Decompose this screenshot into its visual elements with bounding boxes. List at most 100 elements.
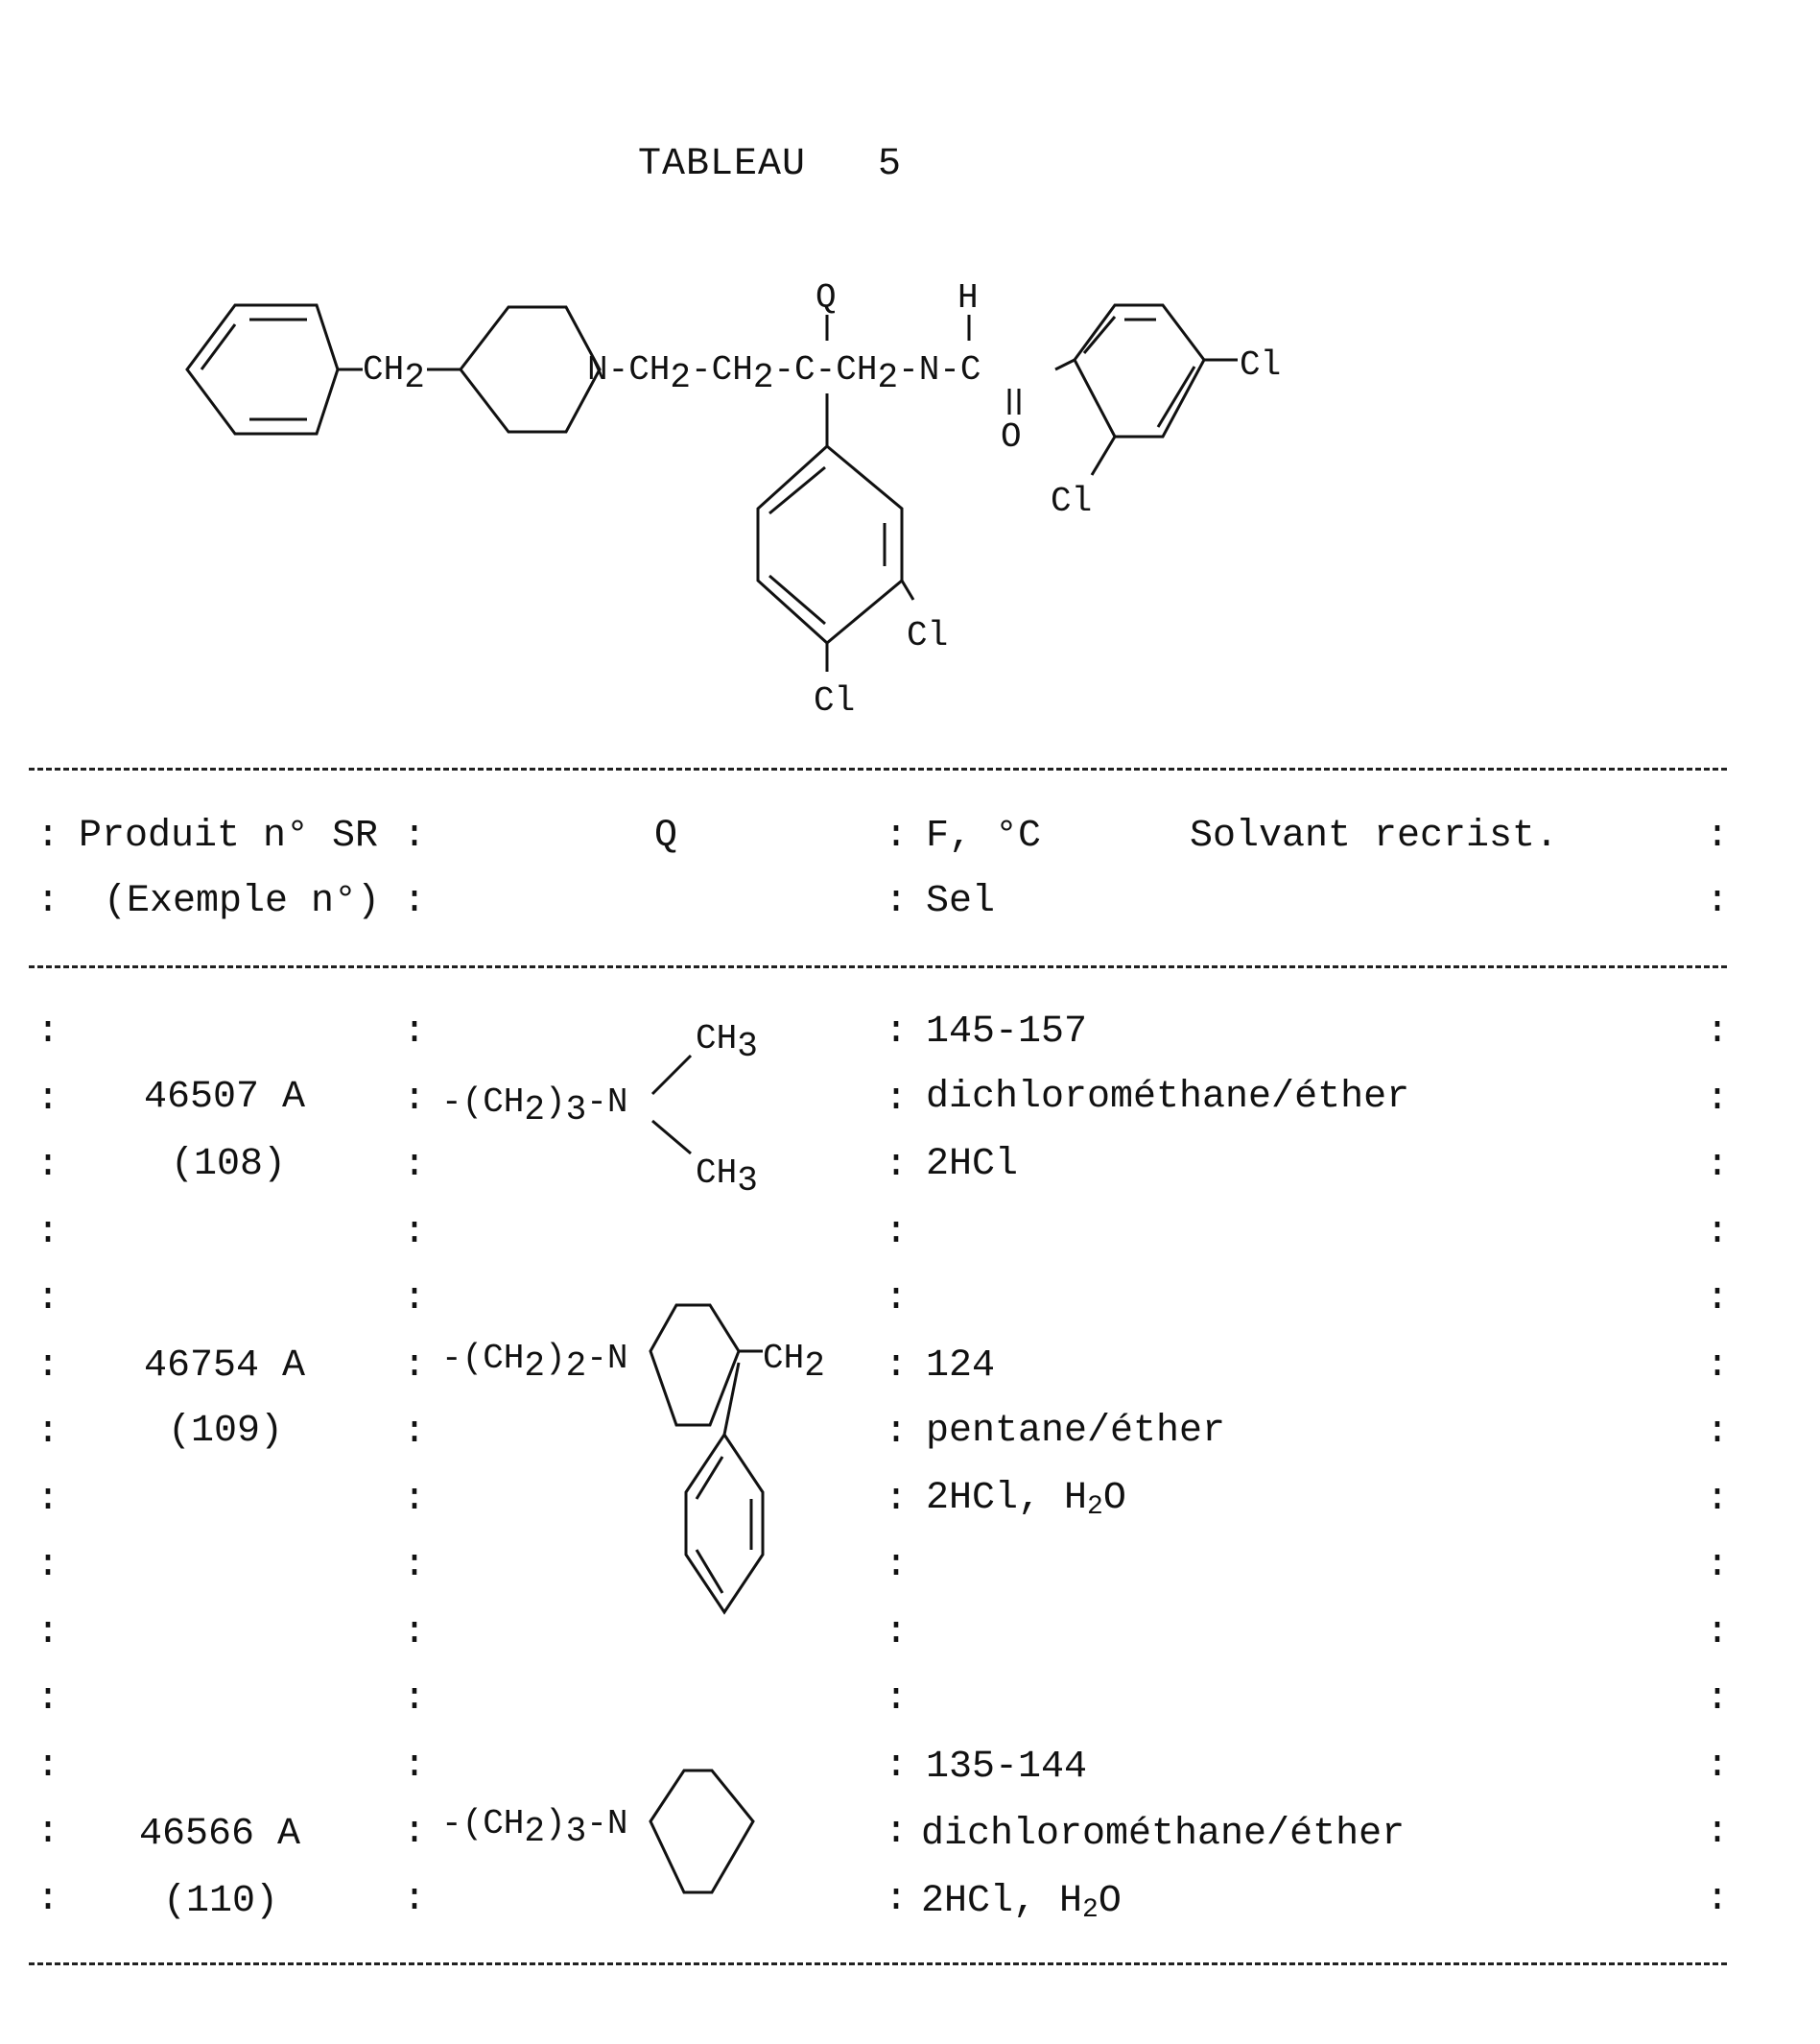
row1-ch3-bottom: CH3 [696, 1153, 758, 1200]
column-separator: : [36, 1877, 59, 1923]
column-separator: : [885, 1276, 908, 1322]
column-separator: : [885, 1676, 908, 1723]
column-separator: : [885, 1610, 908, 1656]
svg-text:-(CH2)3-N: -(CH2)3-N [441, 1804, 627, 1851]
column-separator: : [885, 1744, 908, 1790]
column-separator: : [403, 1343, 426, 1390]
piperidine-ring-main [461, 307, 600, 432]
column-separator: : [36, 1143, 59, 1189]
column-separator: : [403, 1676, 426, 1723]
cl-phenyl-bottom: Cl [814, 681, 855, 721]
row2-q-structure: -(CH2)2-N CH2 [432, 1276, 854, 1651]
column-separator: : [36, 1543, 59, 1589]
svg-text:-(CH2)3-N: -(CH2)3-N [441, 1082, 627, 1129]
row3-solvent: dichlorométhane/éther [921, 1812, 1405, 1858]
column-separator: : [885, 1477, 908, 1523]
column-separator: : [1706, 1343, 1729, 1390]
column-separator: : [36, 1077, 59, 1123]
column-separator: : [403, 1276, 426, 1322]
column-separator: : [36, 1610, 59, 1656]
header-example: (Exemple n°) [104, 879, 380, 925]
column-separator: : [1706, 1810, 1729, 1856]
main-structure-diagram: CH2 N-CH2-CH2-C-CH2-N-C Q H O Cl Cl Cl [0, 0, 1820, 749]
row3-product: 46566 A [139, 1812, 300, 1858]
header-salt: Sel [926, 879, 995, 925]
header-solvent: Solvant recrist. [1190, 814, 1558, 860]
svg-text:-(CH2)2-N: -(CH2)2-N [441, 1339, 627, 1386]
column-separator: : [1706, 1143, 1729, 1189]
cl-phenyl-right: Cl [907, 616, 948, 655]
column-separator: : [885, 1877, 908, 1923]
row2-ch2: CH2 [763, 1339, 825, 1386]
column-separator: : [36, 1276, 59, 1322]
column-separator: : [36, 1210, 59, 1256]
column-separator: : [1706, 1210, 1729, 1256]
column-separator: : [403, 1143, 426, 1189]
column-separator: : [885, 1077, 908, 1123]
column-separator: : [403, 1543, 426, 1589]
column-separator: : [36, 1343, 59, 1390]
row1-mp: 145-157 [926, 1010, 1087, 1056]
column-separator: : [885, 1543, 908, 1589]
row3-salt: 2HCl, H2O [921, 1879, 1122, 1934]
column-separator: : [885, 1143, 908, 1189]
oxygen-label: O [1001, 417, 1022, 457]
column-separator: : [1706, 1276, 1729, 1322]
row3-mp: 135-144 [926, 1745, 1087, 1791]
cl-amide-bottom: Cl [1051, 482, 1092, 521]
ch2-label: CH2 [363, 350, 425, 397]
column-separator: : [1706, 1410, 1729, 1456]
header-mp: F, °C [926, 814, 1041, 860]
benzene-ring-left [187, 305, 338, 434]
row1-product: 46507 A [144, 1075, 305, 1121]
column-separator: : [36, 1010, 59, 1056]
column-separator: : [403, 1877, 426, 1923]
column-separator: : [36, 1477, 59, 1523]
row2-solvent: pentane/éther [926, 1409, 1225, 1455]
column-separator: : [403, 1477, 426, 1523]
header-product: Produit n° SR [79, 814, 378, 860]
column-separator: : [1706, 1676, 1729, 1723]
cl-top-right: Cl [1240, 345, 1281, 385]
table-bottom-rule [29, 1962, 1727, 1965]
column-separator: : [36, 1810, 59, 1856]
column-separator: : [403, 1610, 426, 1656]
column-separator: : [403, 1810, 426, 1856]
row2-product: 46754 A [144, 1343, 305, 1390]
column-separator: : [1706, 1610, 1729, 1656]
column-separator: : [1706, 1744, 1729, 1790]
row2-mp: 124 [926, 1343, 995, 1390]
column-separator: : [403, 1010, 426, 1056]
row1-q-structure: -(CH2)3-N CH3 CH3 [432, 1008, 815, 1190]
column-separator: : [1706, 1077, 1729, 1123]
row1-ch3-top: CH3 [696, 1019, 758, 1066]
column-separator: : [36, 1410, 59, 1456]
row1-solvent: dichlorométhane/éther [926, 1075, 1409, 1121]
row1-example: (108) [171, 1142, 286, 1188]
column-separator: : [403, 1077, 426, 1123]
benzene-ring-amide [1075, 305, 1204, 437]
table-top-rule [29, 768, 1727, 771]
column-separator: : [403, 1210, 426, 1256]
h-label: H [957, 278, 979, 318]
svg-text:N-CH2-CH2-C-CH2-N-C: N-CH2-CH2-C-CH2-N-C [587, 350, 981, 397]
column-separator: : [403, 1744, 426, 1790]
column-separator: : [1706, 1010, 1729, 1056]
column-separator: : [885, 1410, 908, 1456]
column-separator: : [36, 1744, 59, 1790]
row1-salt: 2HCl [926, 1142, 1018, 1188]
column-separator: : [885, 1810, 908, 1856]
column-separator: : [1706, 1477, 1729, 1523]
piperidine-ring-row2 [650, 1305, 739, 1425]
column-separator: : [403, 1410, 426, 1456]
piperidine-ring-row3 [650, 1771, 753, 1892]
row2-salt: 2HCl, H2O [926, 1476, 1126, 1531]
column-separator: : [885, 1343, 908, 1390]
header-q: Q [654, 814, 677, 860]
column-separator: : [1706, 1877, 1729, 1923]
header-separator [29, 965, 1727, 968]
row3-q-structure: -(CH2)3-N [432, 1756, 815, 1919]
column-separator: : [1706, 1543, 1729, 1589]
row3-example: (110) [163, 1879, 278, 1925]
